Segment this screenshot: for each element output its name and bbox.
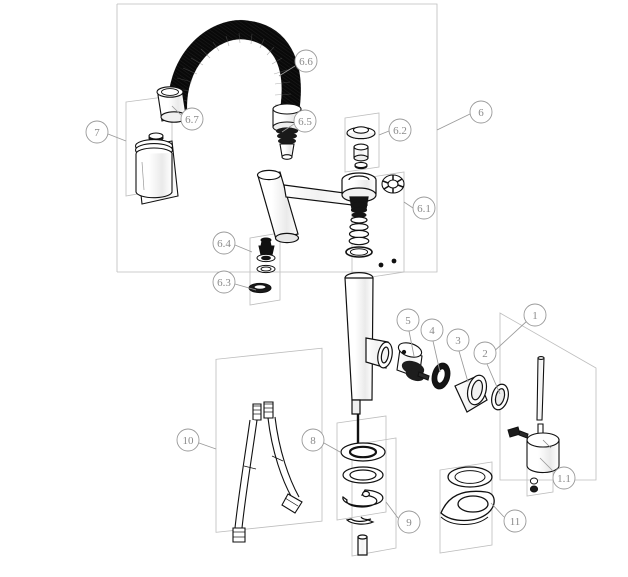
callout-6-4[interactable]: 6.4 <box>212 231 236 255</box>
callout-6[interactable]: 6 <box>469 100 493 124</box>
callout-4[interactable]: 4 <box>420 318 444 342</box>
spout-hub <box>341 172 377 258</box>
body-column <box>344 272 393 452</box>
callout-3-label: 3 <box>455 335 461 347</box>
group-11-gasket-frame <box>439 461 493 554</box>
triangular-base-gasket <box>440 466 495 525</box>
o-ring-seal <box>431 362 451 390</box>
fixing-clips-and-pin <box>342 489 384 556</box>
group-1-handle-frame <box>499 312 597 481</box>
hose-coupling-nut <box>272 103 302 160</box>
flexible-supply-hoses <box>232 401 303 543</box>
group-10-hoses-frame <box>215 347 323 533</box>
callout-5-label: 5 <box>405 315 411 327</box>
callout-6-2-label: 6.2 <box>393 125 407 137</box>
callout-8[interactable]: 8 <box>301 428 325 452</box>
trim-ring <box>491 383 509 411</box>
callout-11-label: 11 <box>510 516 521 528</box>
callout-1-1-label: 1.1 <box>557 473 571 485</box>
group-6-3-4-frame <box>249 232 281 306</box>
callout-6-4-label: 6.4 <box>217 238 231 250</box>
callout-6-7-label: 6.7 <box>185 114 199 126</box>
cap-sleeve <box>454 374 488 413</box>
retaining-star-washer <box>381 174 405 194</box>
group-6-1-frame <box>351 171 405 281</box>
flexible-spray-hose <box>167 20 301 119</box>
lever-handle-assembly <box>526 356 560 474</box>
group-8-washers-frame <box>336 415 387 521</box>
handle-grub-screws <box>507 426 539 493</box>
callout-6-5[interactable]: 6.5 <box>293 109 317 133</box>
callout-6-1-label: 6.1 <box>417 203 431 215</box>
spout-seal-kit <box>256 237 276 274</box>
callout-6-7[interactable]: 6.7 <box>180 107 204 131</box>
callout-1-label: 1 <box>532 310 538 322</box>
callout-10[interactable]: 10 <box>176 428 200 452</box>
callout-6-label: 6 <box>478 107 484 119</box>
callout-9-label: 9 <box>406 517 412 529</box>
spray-head-sleeve <box>134 132 179 205</box>
callout-7-label: 7 <box>94 127 100 139</box>
callout-3[interactable]: 3 <box>446 328 470 352</box>
callout-2[interactable]: 2 <box>473 341 497 365</box>
callout-10-label: 10 <box>183 435 195 447</box>
callout-6-6-label: 6.6 <box>299 56 313 68</box>
hose-end-ferrule <box>156 86 188 123</box>
callout-6-2[interactable]: 6.2 <box>388 118 412 142</box>
ceramic-cartridge <box>396 342 430 382</box>
callout-9[interactable]: 9 <box>397 510 421 534</box>
callout-7[interactable]: 7 <box>85 120 109 144</box>
callout-bubbles: 1 1.1 2 3 4 5 6 6.1 6.2 6.3 6.4 6.5 6.6 … <box>85 49 576 534</box>
callout-1-1[interactable]: 1.1 <box>552 466 576 490</box>
callout-5[interactable]: 5 <box>396 308 420 332</box>
callout-8-label: 8 <box>310 435 316 447</box>
detail-dots <box>378 258 397 268</box>
callout-6-5-label: 6.5 <box>298 116 312 128</box>
spout-tube <box>256 169 353 244</box>
aerator-insert-set <box>346 126 376 170</box>
callout-6-3[interactable]: 6.3 <box>212 270 236 294</box>
callout-leaders <box>107 65 557 519</box>
callout-6-6[interactable]: 6.6 <box>294 49 318 73</box>
group-6-2-frame <box>344 112 380 173</box>
mounting-washer-set <box>340 442 386 484</box>
callout-6-3-label: 6.3 <box>217 277 231 289</box>
callout-11[interactable]: 11 <box>503 509 527 533</box>
callout-6-1[interactable]: 6.1 <box>412 196 436 220</box>
group-6-spout-frame <box>117 3 438 273</box>
callout-1[interactable]: 1 <box>523 303 547 327</box>
lower-o-ring <box>248 282 272 294</box>
callout-4-label: 4 <box>429 325 435 337</box>
callout-2-label: 2 <box>482 348 488 360</box>
